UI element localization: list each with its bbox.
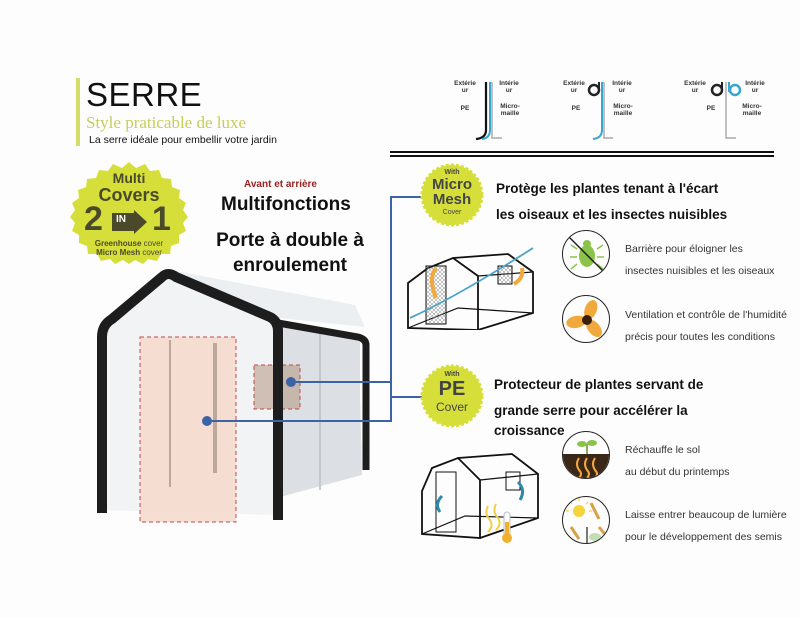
door-title-line1: Porte à double à [216,230,364,251]
badge-in: IN [116,214,126,225]
mesh-headline-line1: Protège les plantes tenant à l'écart [496,181,719,196]
caption-text: cover [140,248,162,257]
feature-text: insectes nuisibles et les oiseaux [625,265,775,277]
pe-house-icon [421,453,539,543]
door-kicker: Avant et arrière [244,179,317,190]
badge-line2: Mesh [432,191,472,208]
inside-label: Intérie ur [612,80,632,94]
pe-headline-line2: grande serre pour accélérer la [494,403,688,418]
divider-line [390,151,774,153]
badge-line1: Multi [112,170,146,186]
badge-num-right: 1 [152,200,171,238]
mesh-headline-line2: les oiseaux et les insectes nuisibles [496,207,728,222]
badge-with: With [444,371,460,378]
connector-window [296,381,392,383]
seal-shape-icon [420,163,484,227]
warm-soil-icon [562,431,610,479]
door-title: Porte à double à enroulement [210,228,370,278]
feature-text: précis pour toutes les conditions [625,331,775,343]
outside-label: Extérie ur [684,80,706,94]
badge-line2: Covers [98,185,160,205]
outside-label: Extérie ur [454,80,476,94]
micro-mesh-badge: With Micro Mesh Cover [420,163,484,227]
badge-num-left: 2 [84,200,103,238]
arrow-icon [112,210,147,234]
multi-covers-badge: Multi Covers 2 IN 1 Greenhouse cover Mic… [66,160,192,264]
title-accent-bar [76,78,80,146]
feature-text: Barrière pour éloigner les [625,243,743,255]
mesh-headline: Protège les plantes tenant à l'écart les… [496,176,727,228]
mesh-label: Micro- maille [613,103,633,117]
feature-text: Ventilation et contrôle de l'humidité [625,309,787,321]
connector-mesh [390,196,424,198]
caption-bold: Micro Mesh [96,248,141,257]
divider-line [390,155,774,157]
feature-text: Laisse entrer beaucoup de lumière [625,509,787,521]
connector-door [210,420,392,422]
mesh-label: Micro- maille [742,103,762,117]
pe-headline-line1: Protecteur de plantes servant de [494,377,704,392]
cover-layers-icon [710,82,742,139]
caption-bold: Greenhouse [94,239,142,248]
page-subtitle: Style praticable de luxe [86,113,247,132]
pe-feature-2: Laisse entrer beaucoup de lumière pour l… [625,504,787,548]
door-title-line2: enroulement [232,255,348,276]
badge-caption: Greenhouse cover Micro Mesh cover [66,239,192,257]
cover-layers-icon [475,82,502,141]
inside-label: Intérie ur [499,80,519,94]
mesh-house-icon [407,247,534,330]
cover-diagram-pe: Extérie ur Intérie ur PE Micro- maille [446,78,536,144]
mesh-label: Micro- maille [500,103,520,117]
badge-line1: PE [438,378,466,400]
badge-cover: Cover [435,400,468,414]
badge-line1: Micro [431,176,472,193]
cover-diagram-both-rolled: Extérie ur Intérie ur PE Micro- maille [684,78,774,144]
connector-vertical [390,196,392,422]
page-title: SERRE [86,76,203,113]
greenhouse-illustration [97,269,370,523]
page-tagline: La serre idéale pour embellir votre jard… [89,134,277,146]
sunlight-icon [562,496,610,544]
mesh-feature-2: Ventilation et contrôle de l'humidité pr… [625,304,787,348]
mesh-feature-1: Barrière pour éloigner les insectes nuis… [625,238,774,282]
no-insect-icon [562,230,610,278]
feature-text: pour le développement des semis [625,531,783,543]
door-heading: Multifonctions [221,194,351,215]
outside-label: Extérie ur [563,80,585,94]
cover-layers-icon [587,82,613,140]
pe-cover-badge: With PE Cover [420,364,484,428]
badge-cover: Cover [442,209,462,216]
badge-with: With [444,169,460,176]
connector-pe [390,396,424,398]
pe-headline: Protecteur de plantes servant de grande … [494,372,703,438]
pe-label: PE [706,105,716,112]
pe-label: PE [571,105,581,112]
cover-diagram-pe-rolled: Extérie ur Intérie ur PE Micro- maille [563,78,653,144]
pe-headline-line3: croissance [494,423,565,438]
feature-text: Réchauffe le sol [625,444,701,456]
inside-label: Intérie ur [745,80,765,94]
fan-icon [562,295,610,343]
seal-shape-icon [420,364,484,428]
pe-feature-1: Réchauffe le sol au début du printemps [625,439,730,483]
caption-text: cover [141,239,164,248]
pe-label: PE [460,105,470,112]
feature-text: au début du printemps [625,466,730,478]
